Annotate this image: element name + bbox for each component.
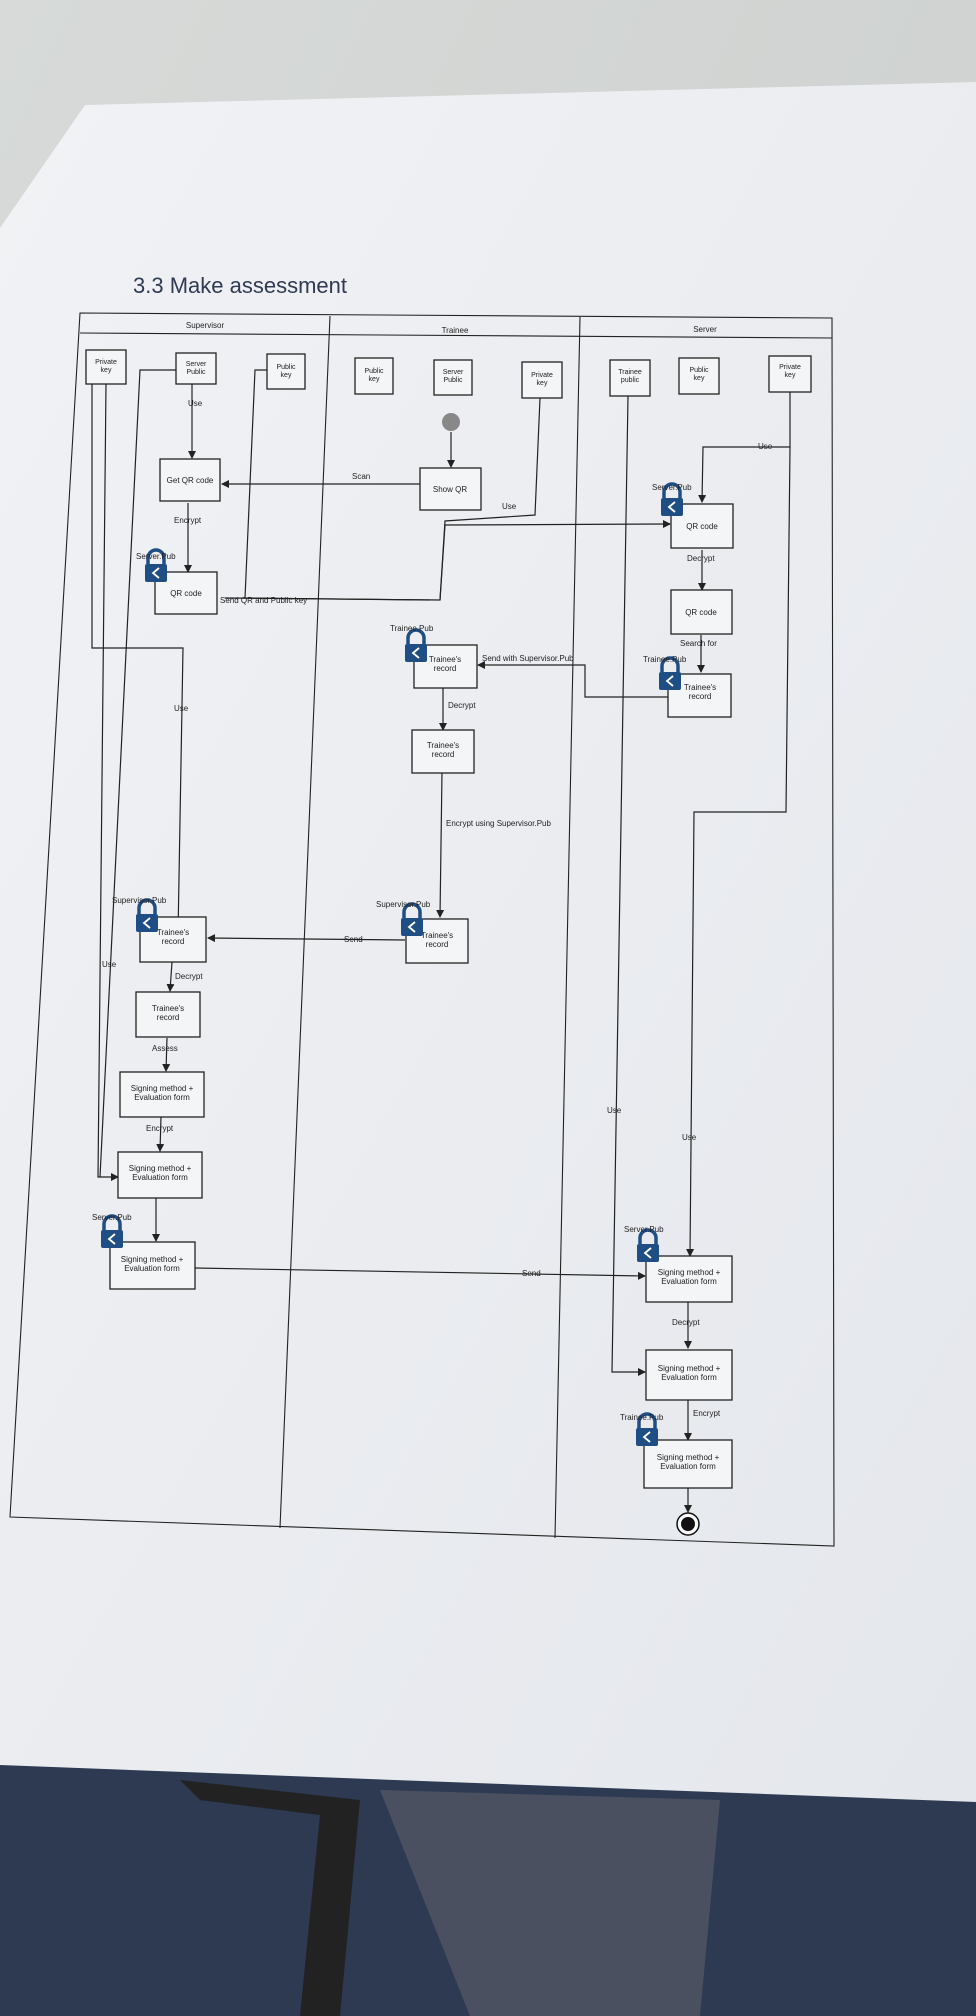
edge-label: Use [102, 960, 117, 969]
lock-label: Server.Pub [92, 1213, 132, 1222]
lock-label: Trainee.Pub [643, 655, 687, 664]
page-title: 3.3 Make assessment [133, 273, 347, 298]
edge-label: Decrypt [175, 972, 203, 981]
edge-label: Assess [152, 1044, 178, 1053]
node-qr-code-server: QR code [670, 589, 733, 635]
edge-label: Encrypt [146, 1124, 174, 1133]
lane-supervisor: Supervisor [186, 321, 225, 330]
background-person [380, 1790, 720, 2016]
node-signing-method-form-supervisor: Signing method +Evaluation form [119, 1071, 205, 1118]
edge-label: Send QR and Public key [220, 596, 307, 605]
lock-label: Supervisor.Pub [376, 900, 431, 909]
edge-label: Encrypt using Supervisor.Pub [446, 819, 551, 828]
svg-text:Signing method +Evaluation for: Signing method +Evaluation form [658, 1364, 721, 1382]
node-signing-method-form-trainee-encrypted: Signing method +Evaluation form [643, 1439, 733, 1489]
edge-label: Scan [352, 472, 370, 481]
edge-label: Send [522, 1269, 541, 1278]
svg-text:Signing method +Evaluation for: Signing method +Evaluation form [131, 1084, 194, 1102]
lock-label: Supervisor.Pub [112, 896, 167, 905]
lock-label: Trainee.Pub [390, 624, 434, 633]
lane-server: Server [693, 325, 717, 334]
edge-label: Send with Supervisor.Pub [482, 654, 574, 663]
edge-label: Encrypt [174, 516, 202, 525]
svg-text:Show QR: Show QR [433, 485, 467, 494]
svg-text:Signing method +Evaluation for: Signing method +Evaluation form [657, 1453, 720, 1471]
lane-trainee: Trainee [442, 326, 469, 335]
lock-label: Server.Pub [652, 483, 692, 492]
background-chair [180, 1780, 360, 2016]
edge-label: Use [174, 704, 189, 713]
end-node [676, 1512, 700, 1536]
svg-text:Signing method +Evaluation for: Signing method +Evaluation form [658, 1268, 721, 1286]
edge-label: Use [682, 1133, 697, 1142]
edge-label: Use [188, 399, 203, 408]
node-signing-method-form-supervisor-2: Signing method +Evaluation form [117, 1151, 203, 1199]
svg-text:QR code: QR code [685, 608, 717, 617]
svg-text:Get QR code: Get QR code [167, 476, 214, 485]
lock-label: Trainee.Pub [620, 1413, 664, 1422]
edge-label: Search for [680, 639, 717, 648]
edge-label: Use [607, 1106, 622, 1115]
svg-text:QR code: QR code [686, 522, 718, 531]
edge-label: Send [344, 935, 363, 944]
svg-text:QR code: QR code [170, 589, 202, 598]
svg-text:Signing method +Evaluation for: Signing method +Evaluation form [121, 1255, 184, 1273]
edge-label: Decrypt [672, 1318, 700, 1327]
edge-label: Use [758, 442, 773, 451]
edge-label: Encrypt [693, 1409, 721, 1418]
node-get-qr-code: Get QR code [159, 458, 221, 502]
lock-label: Server.Pub [624, 1225, 664, 1234]
svg-text:Signing method +Evaluation for: Signing method +Evaluation form [129, 1164, 192, 1182]
edge-label: Decrypt [687, 554, 715, 563]
lock-label: Server.Pub [136, 552, 176, 561]
start-node [442, 413, 460, 431]
node-show-qr: Show QR [419, 467, 482, 511]
edge-labels: Use Encrypt Scan Use Send QR and Public … [102, 399, 773, 1418]
edge-label: Use [502, 502, 517, 511]
node-signing-method-form-server-encrypted: Signing method +Evaluation form [645, 1255, 733, 1303]
node-signing-method-form-server: Signing method +Evaluation form [645, 1349, 733, 1401]
swimlane-frame [9, 312, 835, 1547]
edge-label: Decrypt [448, 701, 476, 710]
node-signing-method-form-supervisor-encrypted: Signing method +Evaluation form [109, 1241, 196, 1290]
